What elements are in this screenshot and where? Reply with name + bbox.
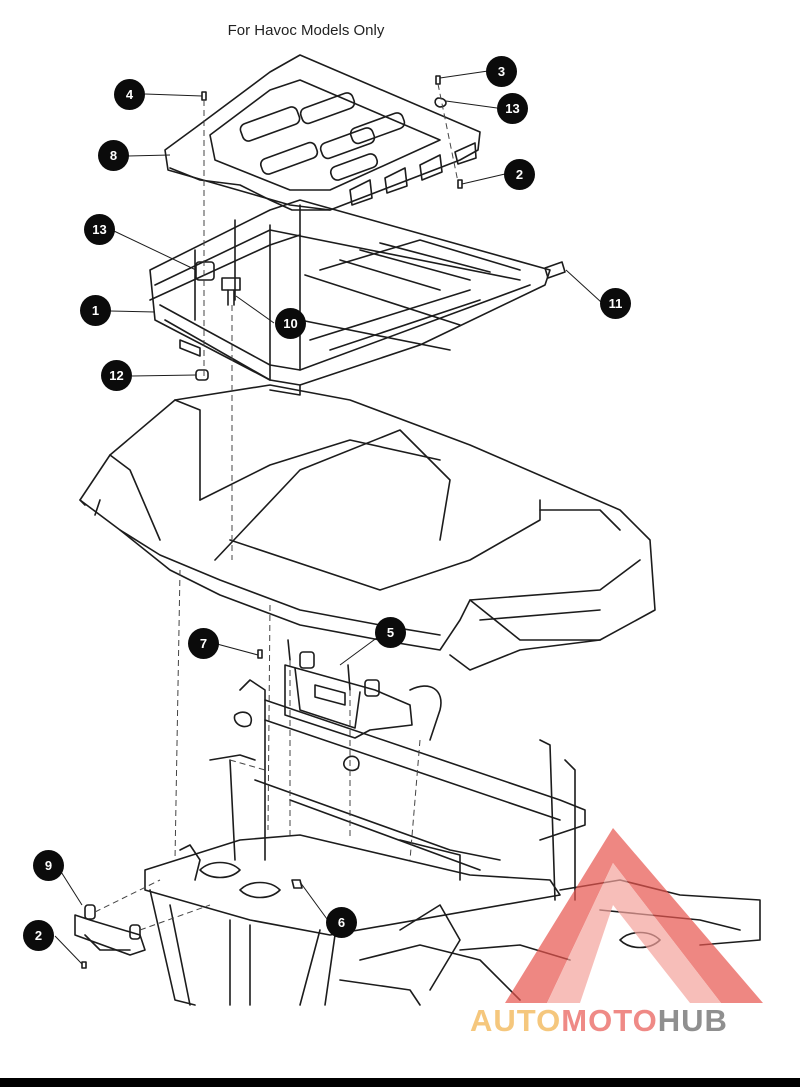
- watermark-mountain: [505, 828, 763, 1003]
- bottom-bar: [0, 1078, 800, 1087]
- callout-3: 3: [486, 56, 517, 87]
- callout-1: 1: [80, 295, 111, 326]
- callout-13-rack: 13: [84, 214, 115, 245]
- rack: [149, 199, 566, 396]
- callout-2-top: 2: [504, 159, 535, 190]
- watermark-hub: HUB: [657, 1003, 728, 1038]
- watermark-moto: MOTO: [561, 1003, 658, 1038]
- callout-7: 7: [188, 628, 219, 659]
- watermark-logo: AUTOMOTOHUB: [470, 1003, 728, 1039]
- callout-11: 11: [600, 288, 631, 319]
- callout-6: 4: [114, 79, 145, 110]
- bracket: [257, 639, 442, 741]
- callout-13-top: 13: [497, 93, 528, 124]
- callout-4: 6: [326, 907, 357, 938]
- hood: [79, 384, 656, 671]
- callout-5: 5: [375, 617, 406, 648]
- callout-10: 10: [275, 308, 306, 339]
- callout-2-bottom: 2: [23, 920, 54, 951]
- diagram-title: For Havoc Models Only: [227, 22, 385, 39]
- watermark-auto: AUTO: [470, 1003, 562, 1038]
- callout-12: 12: [101, 360, 132, 391]
- frame: [144, 679, 761, 1006]
- top-plate: [164, 54, 481, 211]
- callout-9: 9: [33, 850, 64, 881]
- lower-bracket: [74, 904, 146, 969]
- callout-8: 8: [98, 140, 129, 171]
